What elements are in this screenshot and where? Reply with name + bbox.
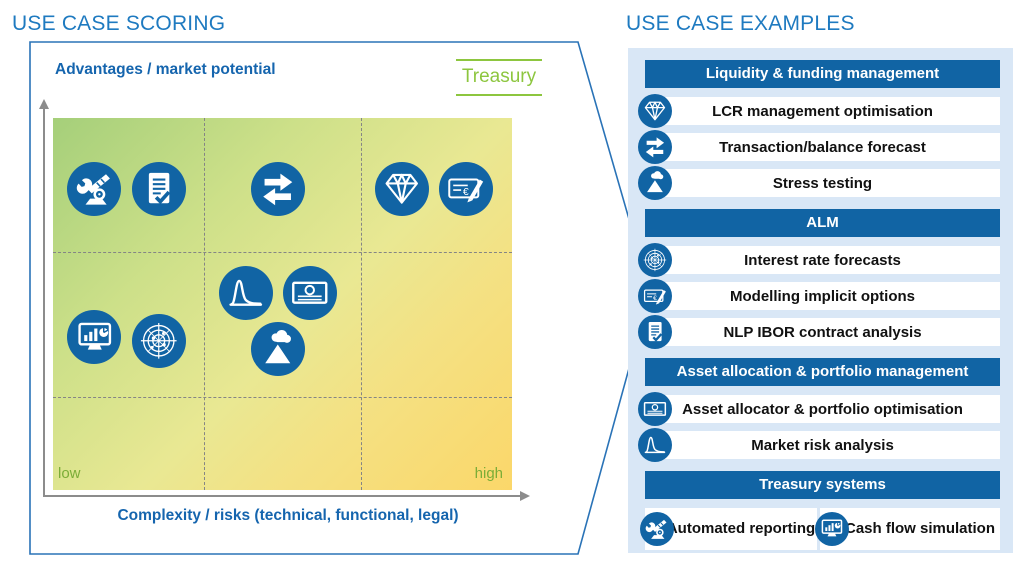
use-case-item: LCR management optimisation <box>638 94 1000 128</box>
x-axis-high-label: high <box>474 465 503 482</box>
gridline-horizontal <box>53 397 512 398</box>
gridline-vertical <box>204 118 206 490</box>
transfer-arrows-icon <box>250 161 305 216</box>
distribution-curve-icon <box>218 265 273 320</box>
use-case-label: Modelling implicit options <box>730 287 915 305</box>
x-axis-arrowhead <box>520 490 530 501</box>
use-case-item: Asset allocator & portfolio optimisation <box>638 392 1000 426</box>
use-case-item: Interest rate forecasts <box>638 243 1000 277</box>
banknote-icon <box>638 392 672 426</box>
radar-icon <box>131 314 186 369</box>
use-case-label: Interest rate forecasts <box>744 251 901 269</box>
y-axis-arrowhead <box>38 99 49 109</box>
gridline-vertical <box>360 118 362 490</box>
use-case-item: Cash flow simulation <box>815 508 1000 550</box>
document-check-icon <box>131 161 186 216</box>
use-case-item: NLP IBOR contract analysis <box>638 315 1000 349</box>
diamond-icon <box>374 161 429 216</box>
section-header: Liquidity & funding management <box>645 60 1000 88</box>
treasury-badge: Treasury <box>456 59 542 96</box>
use-case-label: Asset allocator & portfolio optimisation <box>682 400 963 418</box>
robot-arm-icon <box>640 512 674 546</box>
monitor-chart-icon <box>67 310 122 365</box>
x-axis-line <box>43 495 522 497</box>
two-column-row: Automated reporting Cash flow simulation <box>640 508 1000 550</box>
mountain-cloud-icon <box>638 166 672 200</box>
robot-arm-icon <box>67 161 122 216</box>
use-case-item: Stress testing <box>638 166 1000 200</box>
use-case-label: Transaction/balance forecast <box>719 138 926 156</box>
banknote-icon <box>283 265 338 320</box>
document-check-icon <box>638 315 672 349</box>
section-header: Asset allocation & portfolio management <box>645 358 1000 386</box>
monitor-chart-icon <box>815 512 849 546</box>
section-header: Treasury systems <box>645 471 1000 499</box>
y-axis-label: Advantages / market potential <box>55 61 276 78</box>
mountain-cloud-icon <box>250 321 305 376</box>
use-case-label: Market risk analysis <box>751 436 894 454</box>
use-case-label: Cash flow simulation <box>844 519 995 537</box>
use-case-item: Modelling implicit options <box>638 279 1000 313</box>
x-axis-label: Complexity / risks (technical, functiona… <box>117 507 459 524</box>
left-section-title: USE CASE SCORING <box>12 12 226 35</box>
distribution-curve-icon <box>638 428 672 462</box>
scoring-matrix: low high <box>53 118 512 490</box>
use-case-item: Automated reporting <box>640 508 817 550</box>
use-case-label: Stress testing <box>772 174 873 192</box>
transfer-arrows-icon <box>638 130 672 164</box>
use-case-label: NLP IBOR contract analysis <box>723 323 922 341</box>
gridline-horizontal <box>53 251 512 253</box>
section-header: ALM <box>645 209 1000 237</box>
y-axis-line <box>43 108 45 497</box>
radar-icon <box>638 243 672 277</box>
right-section-title: USE CASE EXAMPLES <box>626 12 855 35</box>
use-case-label: LCR management optimisation <box>712 102 933 120</box>
cheque-pen-icon <box>439 161 494 216</box>
use-case-label: Automated reporting <box>666 519 816 537</box>
diamond-icon <box>638 94 672 128</box>
x-axis-low-label: low <box>58 465 81 482</box>
use-case-item: Market risk analysis <box>638 428 1000 462</box>
use-case-item: Transaction/balance forecast <box>638 130 1000 164</box>
cheque-pen-icon <box>638 279 672 313</box>
